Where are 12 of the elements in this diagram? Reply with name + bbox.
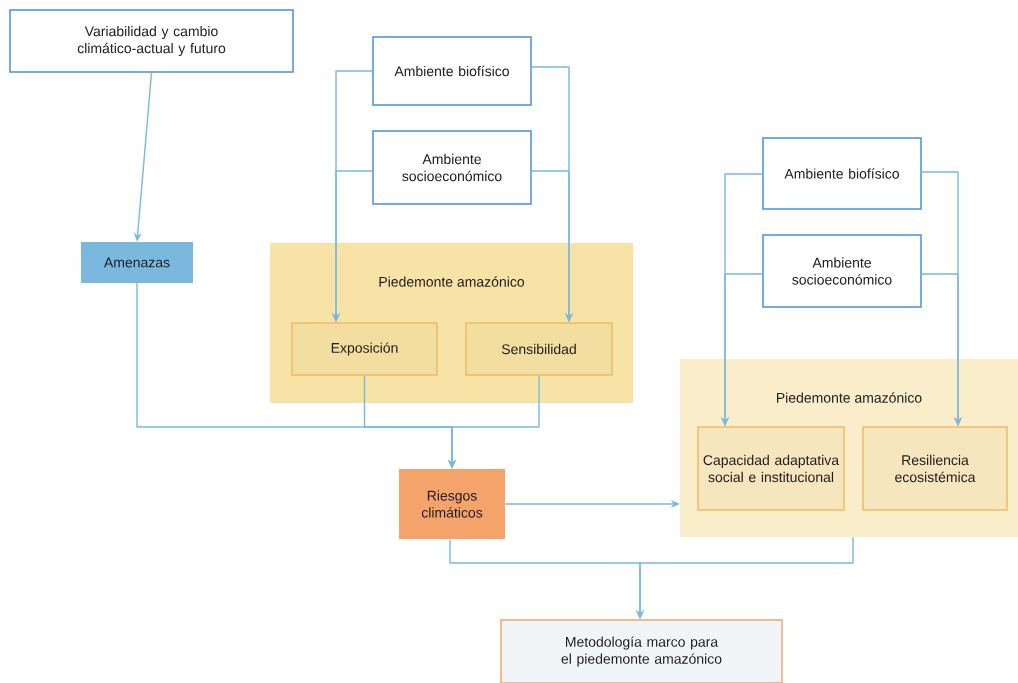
- text-box: Sensibilidad: [465, 322, 613, 376]
- category-box: Amenazas: [81, 242, 193, 283]
- result-box: Riesgos climáticos: [399, 469, 505, 539]
- text-box: Exposición: [291, 322, 438, 376]
- text-box: Resiliencia ecosistémica: [862, 426, 1008, 511]
- output-box: Metodología marco para el piedemonte amazónico: [500, 619, 783, 683]
- text-box: Ambiente socioeconómico: [762, 234, 922, 308]
- text-box: Variabilidad y cambio climático-actual y futuro: [9, 9, 294, 73]
- text-box: Ambiente biofísico: [372, 36, 532, 106]
- text-box: Ambiente socioeconómico: [372, 130, 532, 205]
- text-box: Ambiente biofísico: [762, 137, 922, 210]
- text-box: Capacidad adaptativa social e institucional: [697, 426, 845, 511]
